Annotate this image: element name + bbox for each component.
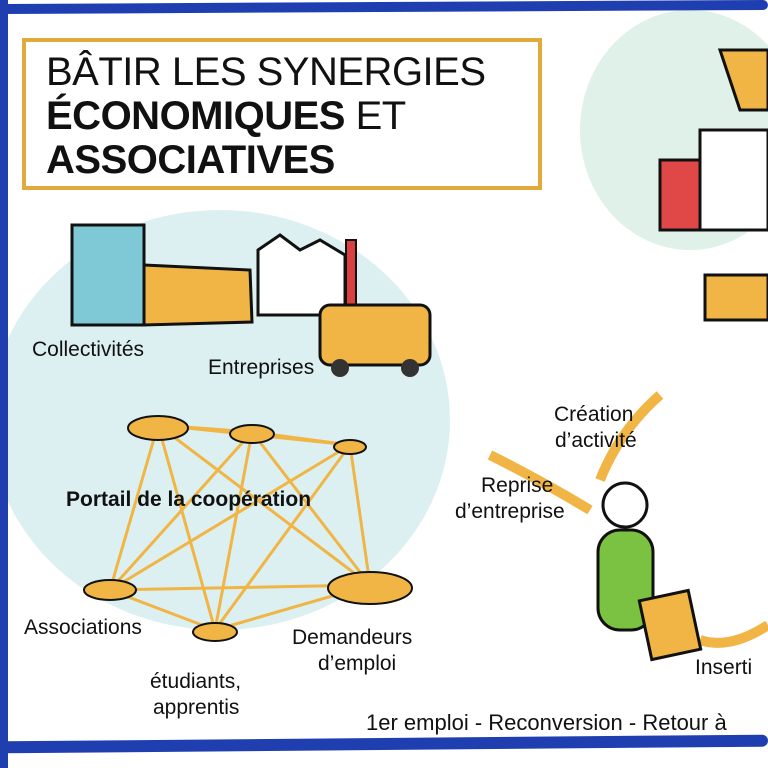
label-entreprise: d’entreprise (455, 500, 565, 523)
label-apprentis: apprentis (153, 696, 240, 719)
food-truck-icon (318, 303, 432, 367)
label-associations: Associations (24, 616, 142, 639)
label-etudiants: étudiants, (150, 670, 242, 693)
wheel-icon (331, 359, 349, 377)
wheel-icon (401, 359, 419, 377)
title-bold: ÉCONOMIQUES (46, 94, 345, 138)
chimney-icon (345, 239, 357, 311)
label-insertion: Inserti (695, 656, 753, 679)
suitcase-icon (637, 588, 703, 662)
person-head-icon (601, 481, 649, 529)
label-collectivites: Collectivités (32, 338, 145, 361)
label-activite: d’activité (555, 429, 637, 452)
shop-icon (658, 158, 702, 232)
box-icon (703, 273, 768, 322)
page-title: BÂTIR LES SYNERGIES ÉCONOMIQUES ET ASSOC… (46, 50, 486, 182)
label-creation: Création (554, 403, 634, 426)
left-border (0, 0, 8, 768)
title-rest: ET (344, 94, 407, 138)
warehouse-icon (142, 263, 254, 327)
node-platforms (83, 415, 413, 642)
factory-icon (256, 233, 347, 317)
trophy-icon (717, 48, 768, 112)
title-line-3: ASSOCIATIVES (46, 138, 486, 182)
network-lines (108, 423, 372, 632)
shop-building-icon (698, 128, 768, 232)
label-emploi: d’emploi (318, 652, 397, 675)
arrow-insertion (698, 620, 768, 648)
label-reprise: Reprise (481, 474, 554, 497)
title-line-1: BÂTIR LES SYNERGIES (46, 50, 486, 94)
label-demandeurs: Demandeurs (292, 626, 413, 649)
title-box (22, 38, 542, 190)
arrow-reprise (487, 450, 593, 515)
arrow-creation (595, 391, 664, 482)
footer-text: 1er emploi - Reconversion - Retour à (366, 710, 727, 735)
label-entreprises: Entreprises (208, 356, 315, 379)
title-bold: ASSOCIATIVES (46, 138, 335, 182)
label-portail: Portail de la coopération (66, 488, 312, 511)
office-building-icon (70, 223, 146, 327)
title-line-2: ÉCONOMIQUES ET (46, 94, 486, 138)
